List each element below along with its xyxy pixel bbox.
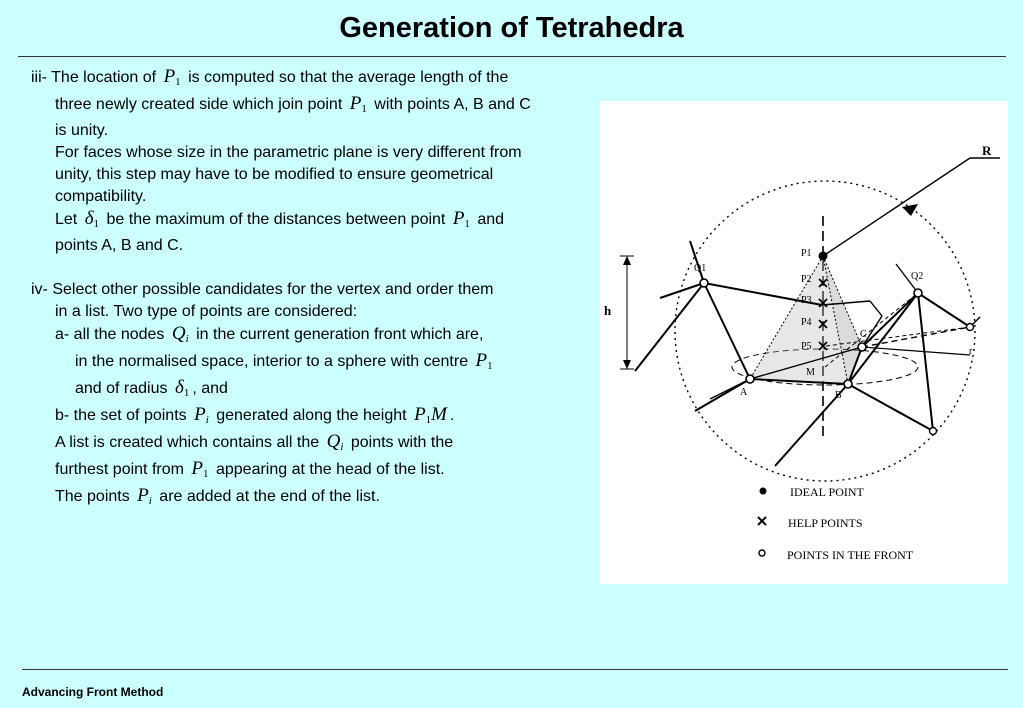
label-Q1: Q1 [694,263,706,274]
legend: IDEAL POINT HELP POINTS POINTS IN THE FR… [757,485,914,562]
text-line: A list is created which contains all the… [55,431,454,453]
footer-divider [22,669,1008,670]
math-p1: P1 [191,458,209,480]
text-line: points A, B and C. [55,237,184,254]
label-R: R [982,143,992,158]
legend-front-marker [758,549,766,557]
math-delta1: δ1 [84,208,100,230]
text-line: Let δ1 be the maximum of the distances b… [55,208,505,230]
label-P2: P2 [801,274,812,285]
legend-front: POINTS IN THE FRONT [787,548,914,562]
text-line: in a list. Two type of points are consid… [55,303,358,320]
node-Q1 [699,278,709,288]
node-Q2 [913,288,923,298]
math-qi: Qi [326,431,344,453]
text-line: and of radius δ1, and [75,377,228,399]
math-pi: Pi [194,404,209,426]
label-C: C [860,329,867,340]
math-p1: P1 [163,66,181,88]
math-qi: Qi [171,323,189,345]
text-line: iv- Select other possible candidates for… [31,281,494,298]
node-front [928,426,938,436]
tetrahedra-diagram: h R [600,101,1008,584]
title-divider [18,56,1006,57]
text-line: The points Pi are added at the end of th… [55,485,380,507]
text-line: a- all the nodes Qi in the current gener… [55,323,484,345]
text-line: is unity. [55,122,109,139]
node-B [843,379,853,389]
label-M: M [806,367,815,378]
label-A: A [740,387,748,398]
math-p1: P1 [452,208,470,230]
text-line: compatibility. [55,188,147,205]
math-p1: P1 [349,93,367,115]
node-A [745,374,755,384]
label-P1: P1 [801,248,812,259]
label-r: r [969,346,973,357]
node-front [965,322,975,332]
node-C [857,342,867,352]
radius-arrow [822,157,971,257]
ideal-point-P1 [818,251,828,261]
math-pi: Pi [137,485,152,507]
label-P5: P5 [801,341,812,352]
footer-label: Advancing Front Method [22,685,164,699]
sphere-outline [674,180,976,482]
math-p1: P1 [475,350,493,372]
legend-ideal: IDEAL POINT [790,485,865,499]
legend-help: HELP POINTS [788,516,863,530]
slide-body: iii- The location of P1 is computed so t… [31,66,601,512]
legend-ideal-marker [759,487,767,495]
help-points [818,278,828,351]
text-line: iii- The location of P1 is computed so t… [31,66,509,88]
label-P3: P3 [801,295,812,306]
label-B: B [835,390,842,401]
diagram-svg: h R [604,143,1000,562]
label-Q2: Q2 [911,271,923,282]
math-delta1: δ1 [174,377,190,399]
text-line: three newly created side which join poin… [55,93,531,115]
math-p1m: P1M [414,404,447,426]
text-line: For faces whose size in the parametric p… [55,144,522,161]
label-h: h [604,303,612,318]
slide-title: Generation of Tetrahedra [339,12,684,44]
text-line: unity, this step may have to be modified… [55,166,494,183]
text-line: furthest point from P1 appearing at the … [55,458,445,480]
text-line: in the normalised space, interior to a s… [75,350,493,372]
label-P4: P4 [801,317,812,328]
text-line: b- the set of points Pi generated along … [55,404,455,426]
